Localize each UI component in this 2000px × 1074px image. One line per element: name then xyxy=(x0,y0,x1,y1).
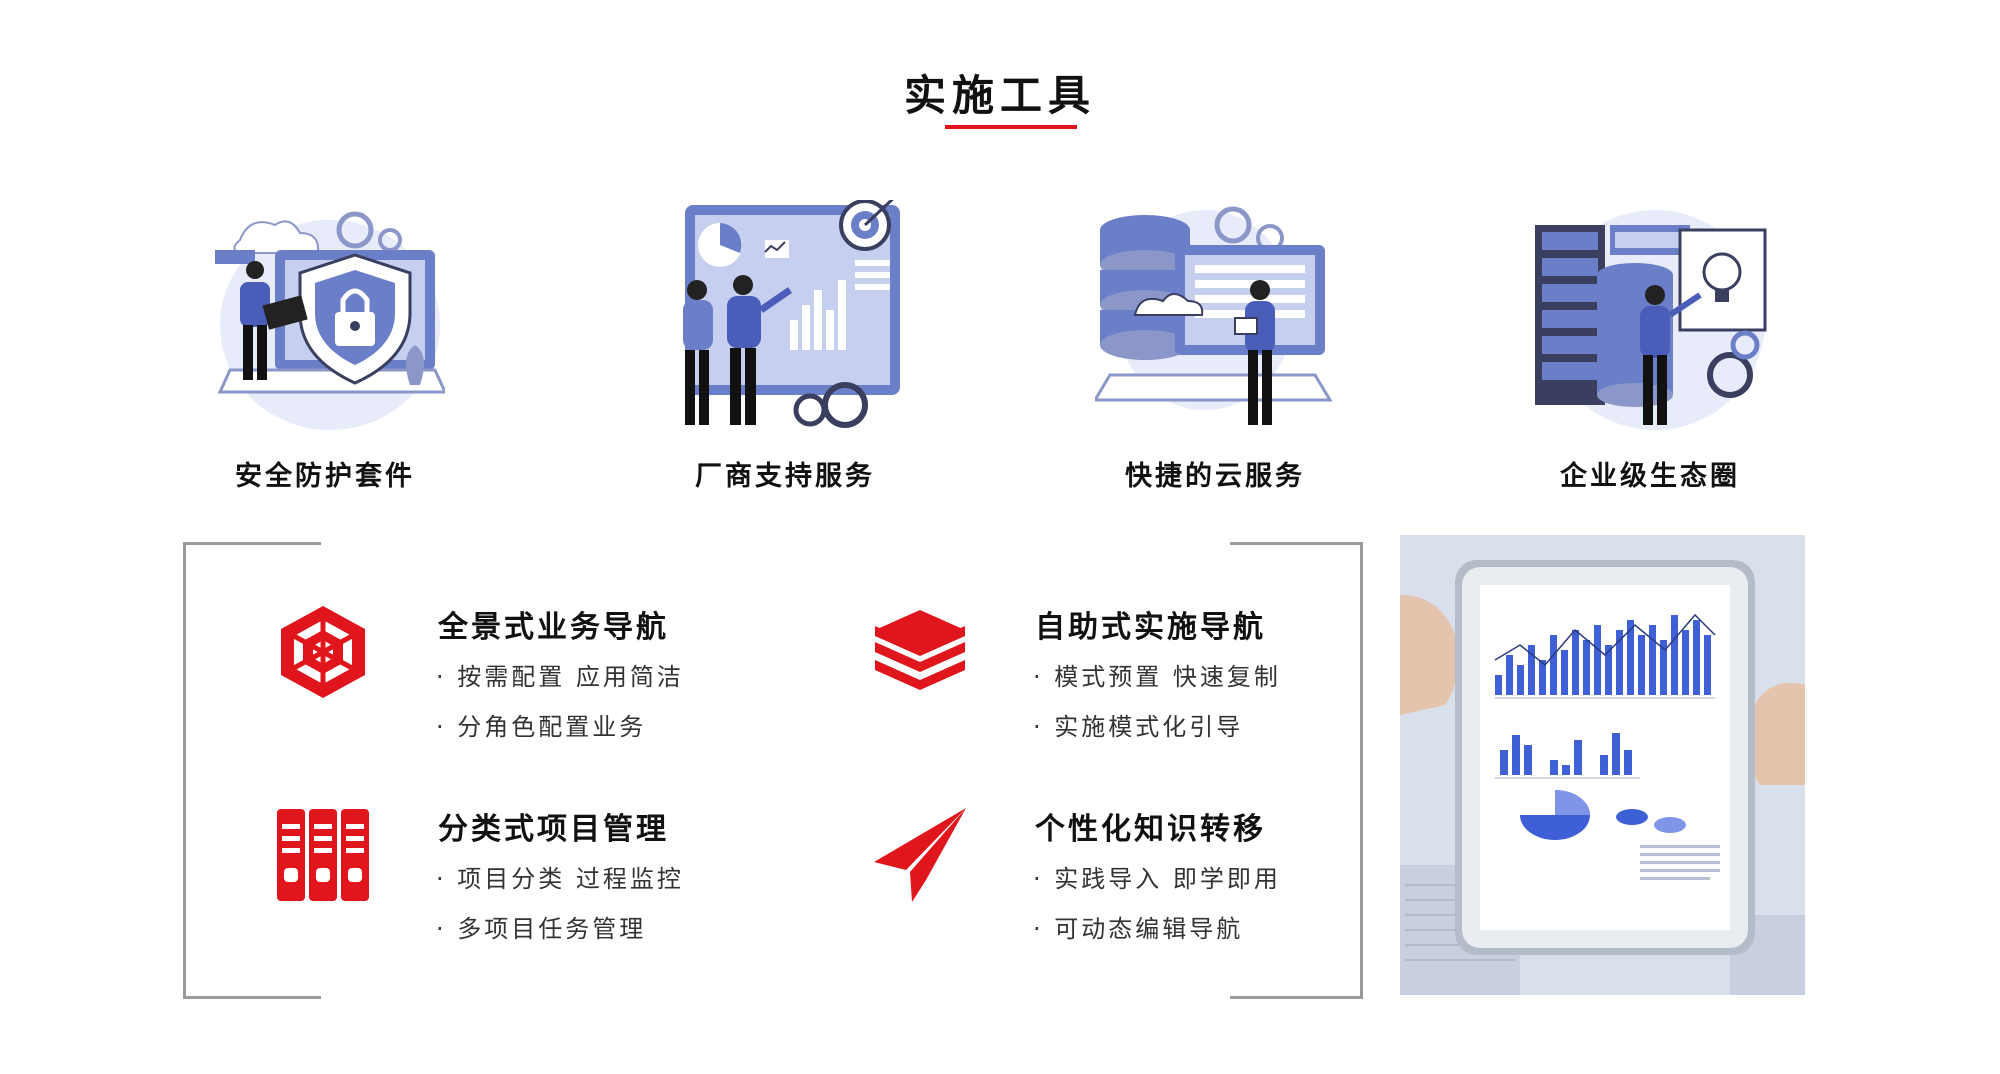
feature-point: · 按需配置 应用简洁 xyxy=(436,663,684,691)
cloud-database-illustration xyxy=(1095,206,1333,425)
feature-point: · 模式预置 快速复制 xyxy=(1033,663,1281,691)
tool-label: 快捷的云服务 xyxy=(1125,461,1305,492)
tool-enterprise-ecosystem[interactable]: 企业级生态圈 xyxy=(1520,200,1780,493)
layers-stack-icon xyxy=(875,610,965,690)
tool-vendor-support[interactable]: 厂商支持服务 xyxy=(655,200,915,493)
tablet-analytics-photo xyxy=(1400,535,1805,995)
feature-point: · 可动态编辑导航 xyxy=(1033,915,1244,943)
tool-label: 安全防护套件 xyxy=(235,461,415,492)
feature-title: 全景式业务导航 xyxy=(438,610,669,645)
tablet-chart-image xyxy=(1400,535,1805,995)
tool-cloud-service[interactable]: 快捷的云服务 xyxy=(1085,200,1345,493)
feature-title: 分类式项目管理 xyxy=(438,812,669,847)
feature-point: · 实践导入 即学即用 xyxy=(1033,865,1281,893)
tool-security[interactable]: 安全防护套件 xyxy=(195,200,455,493)
frame-right-bracket xyxy=(1230,542,1363,999)
frame-left-bracket xyxy=(183,542,321,999)
feature-title: 自助式实施导航 xyxy=(1035,610,1266,645)
feature-point: · 分角色配置业务 xyxy=(436,713,647,741)
tool-label: 厂商支持服务 xyxy=(695,461,875,492)
feature-point: · 项目分类 过程监控 xyxy=(436,865,684,893)
security-shield-illustration xyxy=(215,211,445,430)
vendor-support-dashboard-illustration xyxy=(683,200,900,428)
page-title: 实施工具 xyxy=(903,71,1096,120)
enterprise-ecosystem-illustration xyxy=(1535,210,1767,430)
tool-label: 企业级生态圈 xyxy=(1560,461,1740,492)
binders-icon xyxy=(277,809,369,901)
paper-plane-icon xyxy=(874,808,966,902)
feature-point: · 实施模式化引导 xyxy=(1033,713,1244,741)
feature-title: 个性化知识转移 xyxy=(1035,812,1266,847)
hexagon-web-icon xyxy=(281,606,365,698)
title-underline xyxy=(945,125,1077,129)
feature-point: · 多项目任务管理 xyxy=(436,915,647,943)
